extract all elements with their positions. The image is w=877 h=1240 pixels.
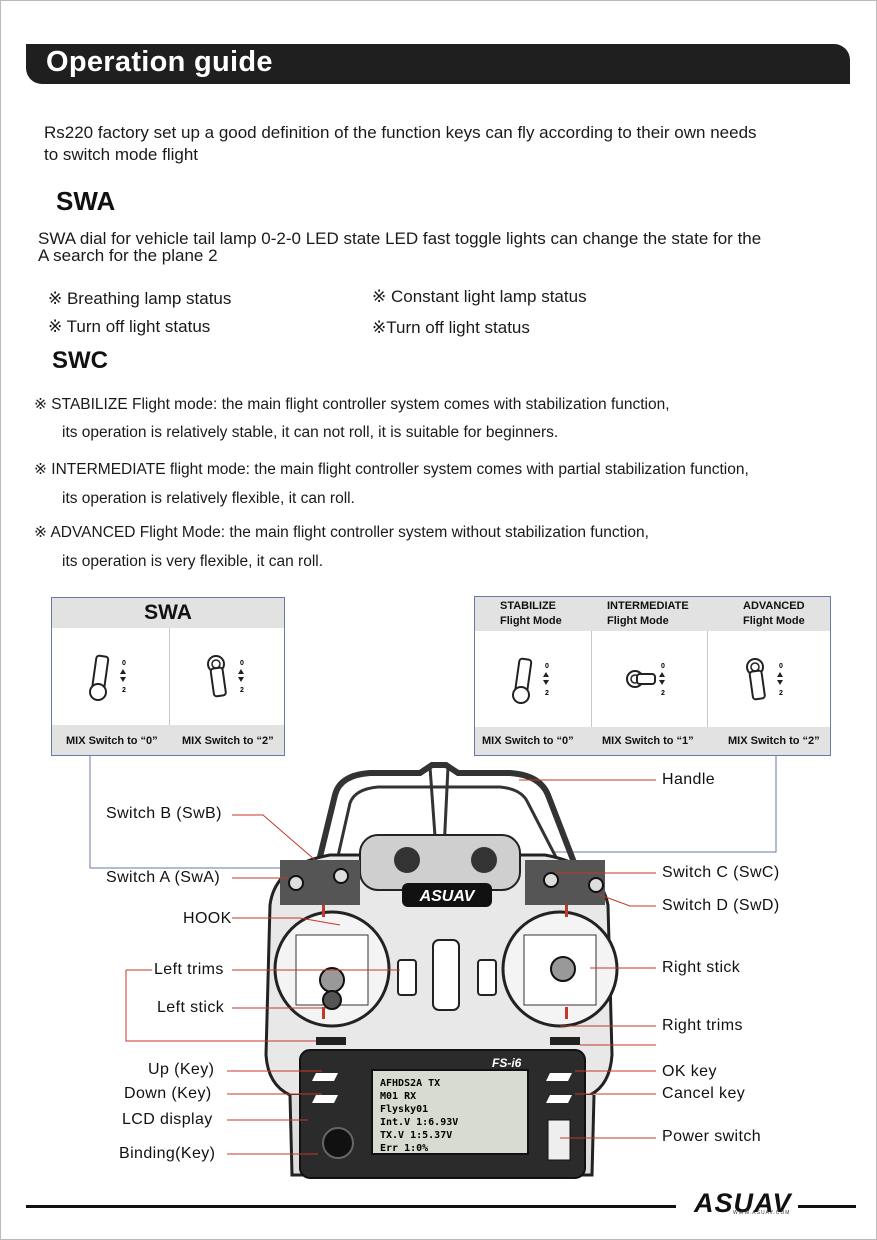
toggle-down-icon: 0 2: [207, 655, 244, 698]
svg-text:0: 0: [779, 663, 783, 670]
callout-down-key: Down (Key): [124, 1085, 212, 1102]
swc-mode-stabilize-line-1: ※ STABILIZE Flight mode: the main flight…: [34, 396, 670, 413]
svg-text:2: 2: [661, 690, 665, 697]
swc-panel-foot-2: MIX Switch to “2”: [728, 735, 820, 747]
swc-panel-foot-0: MIX Switch to “0”: [482, 735, 574, 747]
lcd-line-5: TX.V 1:5.37V: [380, 1130, 452, 1141]
swc-switch-panel: STABILIZE Flight Mode INTERMEDIATE Fligh…: [474, 596, 831, 756]
callout-switch-a: Switch A (SwA): [106, 869, 221, 886]
swa-desc-line-2: A search for the plane 2: [38, 246, 218, 265]
swc-connector-line: [555, 755, 777, 853]
toggle-down-icon: 0 2: [746, 658, 783, 701]
callout-left-trims: Left trims: [154, 961, 224, 978]
swc-col-intermediate-title: INTERMEDIATE: [607, 600, 689, 612]
transmitter-model: FS-i6: [492, 1056, 522, 1070]
swc-col-stabilize-subtitle: Flight Mode: [500, 615, 562, 627]
svg-text:2: 2: [779, 690, 783, 697]
svg-text:0: 0: [240, 660, 244, 667]
swc-heading: SWC: [52, 347, 108, 374]
header-bar: Operation guide: [26, 44, 850, 84]
lcd-line-4: Int.V 1:6.93V: [380, 1117, 458, 1128]
callout-handle: Handle: [662, 771, 716, 788]
swc-mode-intermediate-line-2: its operation is relatively flexible, it…: [62, 490, 355, 507]
swa-heading: SWA: [56, 186, 116, 216]
footer-rule-left: [26, 1205, 676, 1208]
swa-switch-panel: SWA MIX Switch to “0” MIX Switch to “2” …: [51, 597, 285, 756]
lcd-line-1: AFHDS2A TX: [380, 1078, 440, 1089]
footer-logo: ASUAV: [694, 1188, 792, 1218]
callout-right-trims: Right trims: [662, 1017, 743, 1034]
callout-switch-c: Switch C (SwC): [662, 864, 780, 881]
swc-col-stabilize-title: STABILIZE: [500, 600, 557, 612]
swc-col-advanced-title: ADVANCED: [743, 600, 805, 612]
swc-col-intermediate-subtitle: Flight Mode: [607, 615, 669, 627]
toggle-middle-icon: 0 2: [626, 663, 665, 697]
swa-state-off-2: ※Turn off light status: [372, 318, 530, 337]
callout-switch-b: Switch B (SwB): [106, 805, 222, 822]
swa-state-breathing: ※ Breathing lamp status: [48, 289, 232, 308]
callout-power-switch: Power switch: [662, 1128, 762, 1145]
swa-state-constant: ※ Constant light lamp status: [372, 287, 587, 306]
callout-hook: HOOK: [183, 910, 232, 927]
intro-line-2: to switch mode flight: [44, 145, 199, 164]
callout-lines: [125, 779, 656, 1155]
swc-mode-advanced-line-1: ※ ADVANCED Flight Mode: the main flight …: [34, 524, 649, 541]
callout-cancel-key: Cancel key: [662, 1085, 746, 1102]
swa-panel-title: SWA: [144, 601, 192, 624]
swa-panel-foot-0: MIX Switch to “0”: [66, 735, 158, 747]
footer-url: WWW.ASUAV.COM: [733, 1210, 791, 1216]
callout-ok-key: OK key: [662, 1063, 717, 1080]
svg-text:0: 0: [122, 660, 126, 667]
svg-text:2: 2: [240, 687, 244, 694]
swa-state-off-1: ※ Turn off light status: [48, 317, 211, 336]
intro-line-1: Rs220 factory set up a good definition o…: [44, 123, 757, 142]
swc-mode-advanced-line-2: its operation is very flexible, it can r…: [62, 553, 324, 570]
callout-switch-d: Switch D (SwD): [662, 897, 780, 914]
callout-binding-key: Binding(Key): [119, 1145, 216, 1162]
swa-connector-line: [89, 755, 300, 869]
swc-mode-stabilize-line-2: its operation is relatively stable, it c…: [62, 424, 559, 441]
swc-mode-intermediate-line-1: ※ INTERMEDIATE flight mode: the main fli…: [34, 461, 749, 478]
toggle-up-icon: 0 2: [89, 654, 126, 701]
svg-text:2: 2: [122, 687, 126, 694]
svg-text:0: 0: [545, 663, 549, 670]
lcd-line-6: Err 1:0%: [380, 1143, 428, 1154]
svg-text:0: 0: [661, 663, 665, 670]
swc-panel-foot-1: MIX Switch to “1”: [602, 735, 694, 747]
toggle-up-icon: 0 2: [512, 657, 549, 704]
callout-left-stick: Left stick: [157, 999, 225, 1016]
callout-right-stick: Right stick: [662, 959, 741, 976]
swa-panel-foot-2: MIX Switch to “2”: [182, 735, 274, 747]
lcd-line-2: M01 RX: [380, 1091, 416, 1102]
svg-text:2: 2: [545, 690, 549, 697]
lcd-line-3: Flysky01: [380, 1104, 428, 1115]
callout-up-key: Up (Key): [148, 1061, 215, 1078]
swc-col-advanced-subtitle: Flight Mode: [743, 615, 805, 627]
transmitter-illustration: ASUAV FS-i6 AFHDS2A TX M01 RX Flysky01 I…: [89, 755, 777, 1179]
swa-desc-line-1: SWA dial for vehicle tail lamp 0-2-0 LED…: [38, 229, 762, 248]
callout-lcd-display: LCD display: [122, 1111, 213, 1128]
transmitter-brand: ASUAV: [419, 888, 476, 905]
page-title: Operation guide: [46, 46, 273, 78]
footer-rule-right: [798, 1205, 856, 1208]
